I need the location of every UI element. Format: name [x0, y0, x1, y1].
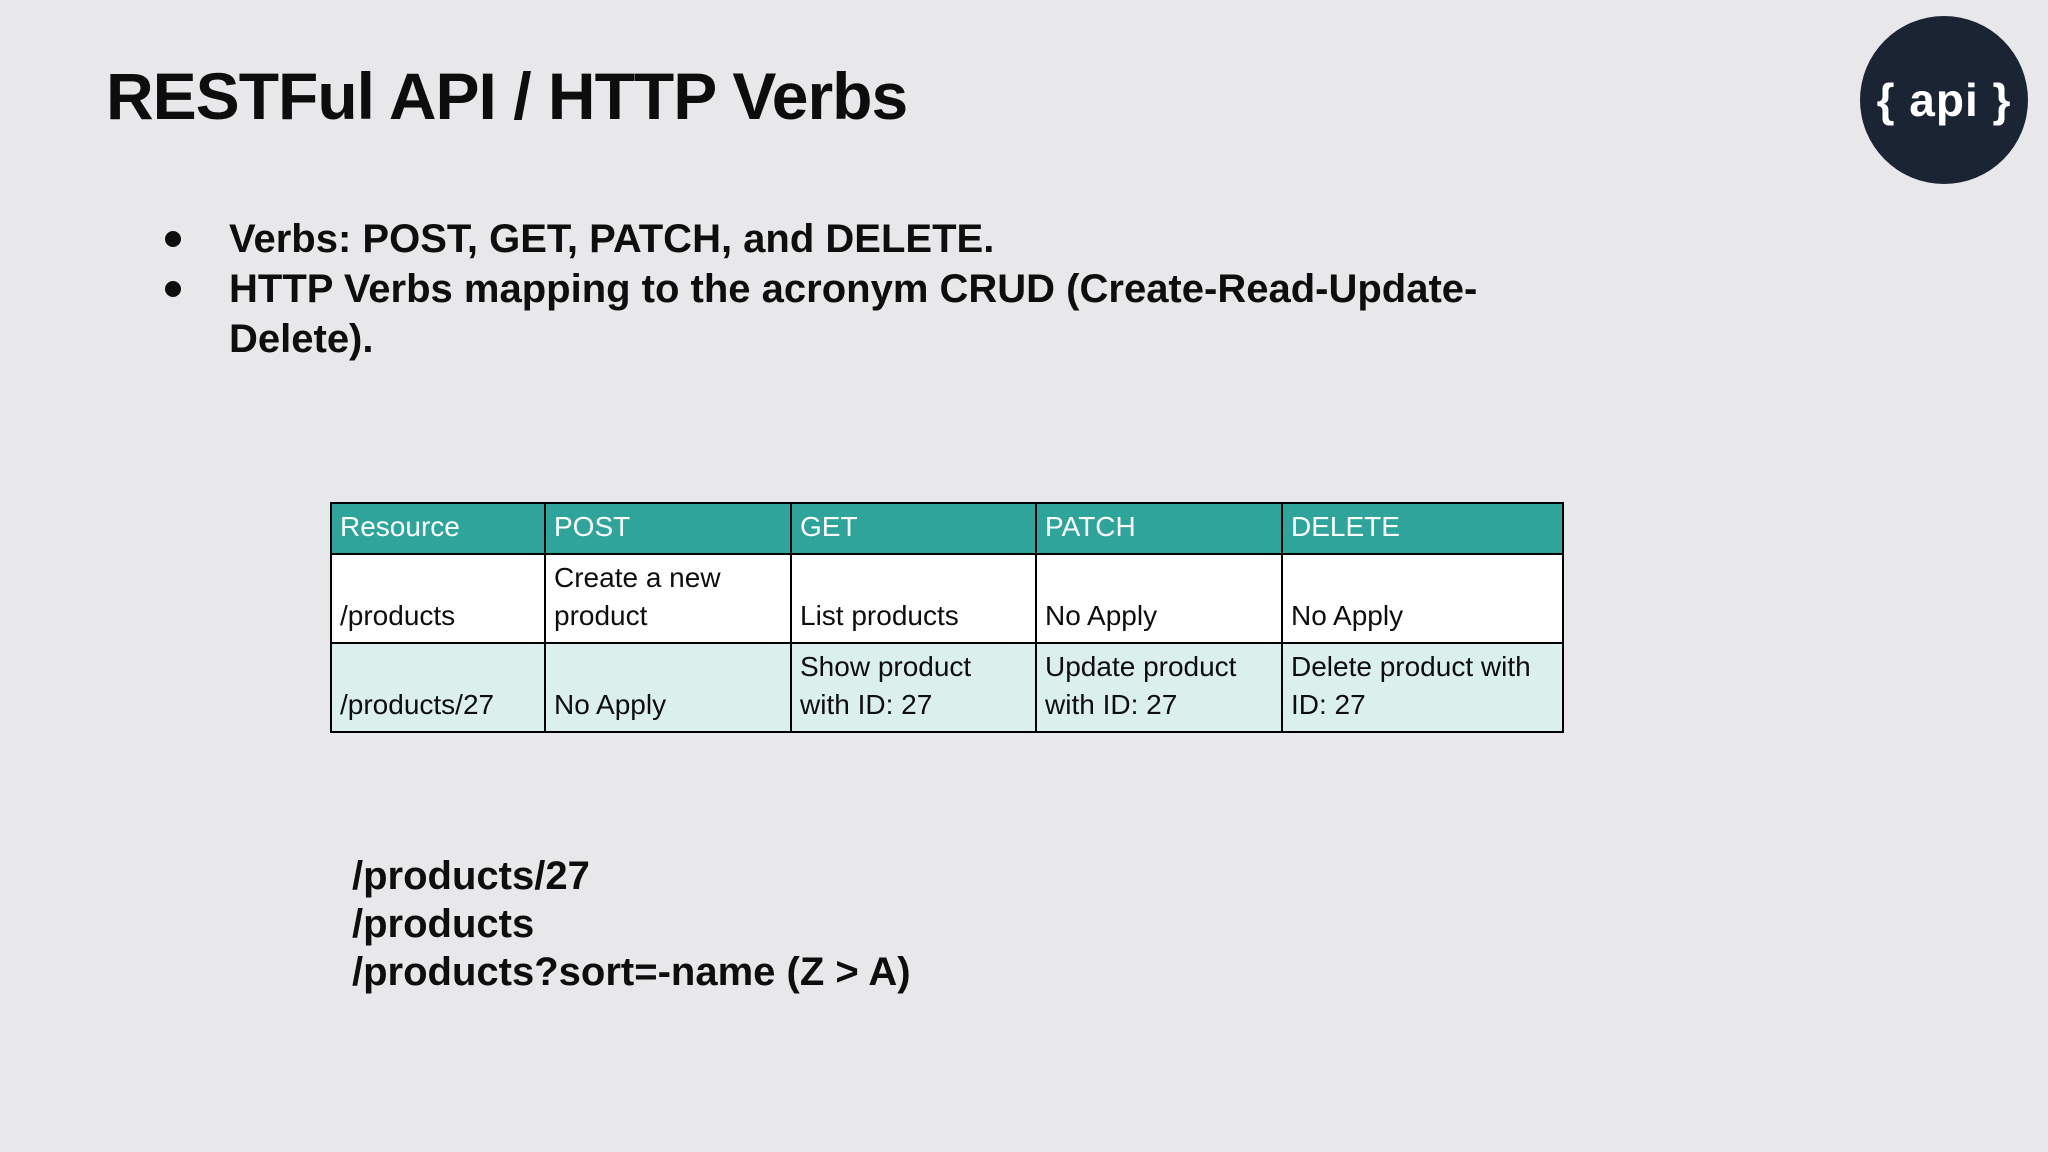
table-header-row: Resource POST GET PATCH DELETE [330, 502, 1564, 555]
column-header-post: POST [544, 502, 792, 555]
cell-resource: /products [330, 553, 546, 644]
bullet-list: Verbs: POST, GET, PATCH, and DELETE. HTT… [163, 214, 1623, 364]
cell-delete: No Apply [1281, 553, 1564, 644]
column-header-resource: Resource [330, 502, 546, 555]
cell-patch: No Apply [1035, 553, 1283, 644]
api-logo: { api } [1860, 16, 2028, 184]
url-example-line: /products [352, 902, 535, 946]
table-row: /products/27 No Apply Show product with … [330, 642, 1564, 733]
cell-delete: Delete product with ID: 27 [1281, 642, 1564, 733]
cell-resource: /products/27 [330, 642, 546, 733]
cell-post: No Apply [544, 642, 792, 733]
bullet-item: HTTP Verbs mapping to the acronym CRUD (… [163, 264, 1623, 364]
bullet-item: Verbs: POST, GET, PATCH, and DELETE. [163, 214, 1623, 264]
url-example-line: /products?sort=-name (Z > A) [352, 950, 911, 994]
column-header-patch: PATCH [1035, 502, 1283, 555]
url-example-line: /products/27 [352, 854, 590, 898]
cell-get: Show product with ID: 27 [790, 642, 1037, 733]
api-logo-text: { api } [1876, 74, 2012, 126]
column-header-get: GET [790, 502, 1037, 555]
url-examples: /products/27 /products /products?sort=-n… [352, 852, 911, 996]
column-header-delete: DELETE [1281, 502, 1564, 555]
http-verbs-table: Resource POST GET PATCH DELETE /products… [330, 502, 1564, 733]
slide-title: RESTFul API / HTTP Verbs [106, 59, 908, 133]
cell-post: Create a new product [544, 553, 792, 644]
table-row: /products Create a new product List prod… [330, 553, 1564, 644]
cell-patch: Update product with ID: 27 [1035, 642, 1283, 733]
cell-get: List products [790, 553, 1037, 644]
